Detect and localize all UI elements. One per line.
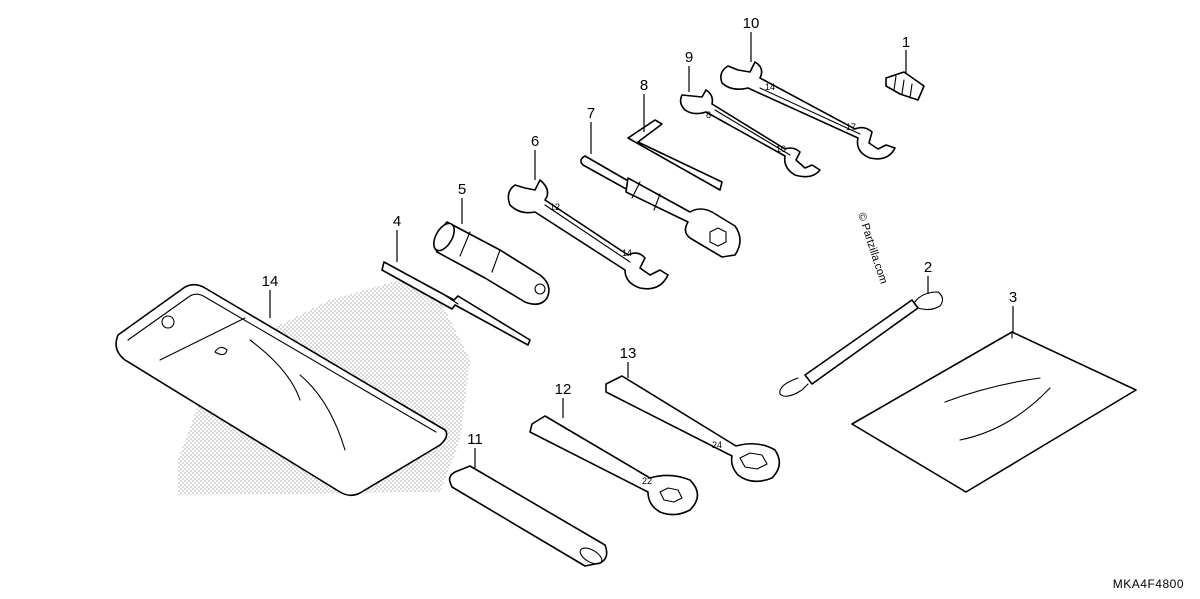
stamp-9a: 8	[706, 110, 711, 120]
callout-1[interactable]: 1	[902, 34, 910, 51]
manual-sheet-part-3[interactable]	[851, 331, 1137, 493]
callout-2[interactable]: 2	[924, 259, 932, 276]
fuse-clip-part-1[interactable]	[885, 71, 925, 101]
callout-9[interactable]: 9	[685, 49, 693, 66]
lock-cable-part-2[interactable]	[779, 291, 944, 397]
spark-plug-wrench-part-7[interactable]	[580, 155, 741, 258]
open-end-wrench-part-10[interactable]	[720, 61, 896, 160]
callout-6[interactable]: 6	[531, 133, 539, 150]
box-wrench-part-12[interactable]	[529, 415, 699, 516]
open-end-wrench-part-6[interactable]	[507, 179, 669, 290]
callout-3[interactable]: 3	[1009, 289, 1017, 306]
open-end-wrench-part-9[interactable]	[679, 89, 821, 178]
screwdriver-part-4[interactable]	[381, 261, 531, 346]
stamp-13: 24	[712, 440, 722, 450]
callout-12[interactable]: 12	[555, 381, 572, 398]
box-wrench-part-13[interactable]	[605, 375, 781, 483]
stamp-9b: 10	[776, 144, 786, 154]
callout-8[interactable]: 8	[640, 77, 648, 94]
leader-lines	[269, 32, 1014, 468]
callout-10[interactable]: 10	[743, 15, 760, 32]
stamp-10b: 17	[846, 122, 856, 132]
stamp-6b: 14	[622, 248, 632, 258]
stamp-10a: 14	[765, 82, 775, 92]
callout-11[interactable]: 11	[467, 431, 483, 448]
hex-key-part-8[interactable]	[627, 119, 723, 191]
callout-13[interactable]: 13	[620, 345, 637, 362]
stamp-6a: 12	[550, 202, 560, 212]
callout-4[interactable]: 4	[393, 213, 401, 230]
diagram-code: MKA4F4800	[1112, 577, 1184, 591]
stamp-12: 22	[642, 476, 652, 486]
tool-bag-part-14[interactable]	[115, 283, 448, 497]
screwdriver-grip-part-5[interactable]	[430, 220, 550, 306]
callout-14[interactable]: 14	[262, 273, 279, 290]
watermark: © Partzilla.com	[855, 211, 889, 285]
callout-5[interactable]: 5	[458, 181, 466, 198]
callout-7[interactable]: 7	[587, 105, 595, 122]
handle-sleeve-part-11[interactable]	[448, 465, 608, 567]
